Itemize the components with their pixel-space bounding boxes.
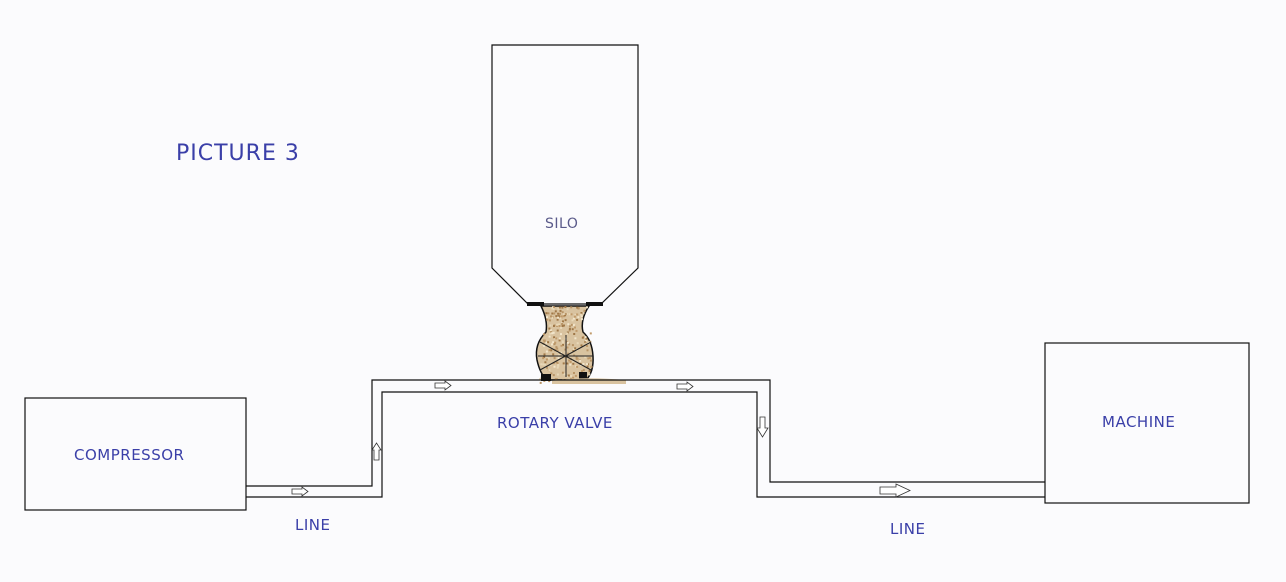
- flow-arrow-up: [371, 442, 382, 461]
- machine-label: MACHINE: [1102, 413, 1176, 431]
- machine: [1044, 342, 1250, 504]
- silo: [491, 44, 639, 305]
- line-label-right: LINE: [890, 520, 926, 538]
- flow-arrow-down: [756, 416, 769, 438]
- rotary-valve-label: ROTARY VALVE: [497, 414, 613, 432]
- compressor-label: COMPRESSOR: [74, 446, 185, 464]
- page-title: PICTURE 3: [176, 141, 300, 166]
- rotary-valve-foot-right: [579, 372, 587, 381]
- silo-outlet-flange-left: [527, 302, 544, 306]
- material-speckle: [539, 306, 593, 384]
- line-label-left: LINE: [295, 516, 331, 534]
- compressor: [24, 397, 247, 511]
- flow-arrow-right-1: [291, 486, 309, 497]
- silo-outlet-flange-right: [586, 302, 603, 306]
- rotary-valve-foot-left: [541, 374, 551, 381]
- flow-arrow-right-2: [434, 380, 452, 391]
- silo-label: SILO: [545, 216, 579, 232]
- flow-arrow-right-4: [879, 483, 911, 498]
- flow-arrows: [291, 380, 911, 498]
- rotor-vanes: [538, 335, 593, 377]
- rotary-valve: [535, 305, 626, 384]
- flow-arrow-right-3: [676, 381, 694, 392]
- conveying-line: [246, 379, 1045, 498]
